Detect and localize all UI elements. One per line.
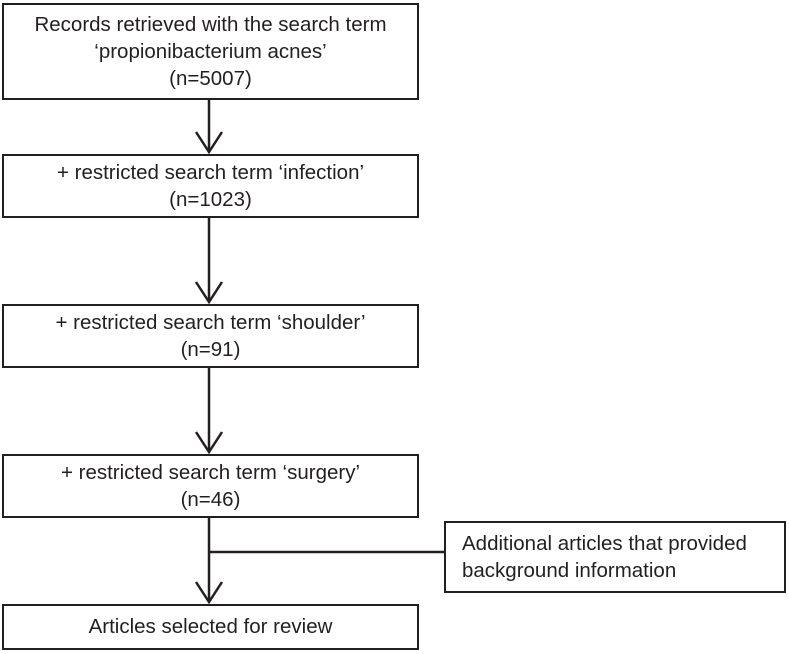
node-shoulder-line-1: + restricted search term ‘shoulder’ [55, 310, 366, 334]
edge-surgery-to-selected [194, 518, 224, 605]
node-shoulder-count: (n=91) [180, 338, 241, 361]
node-additional-line-1: Additional articles that provided [462, 531, 747, 555]
node-surgery-count: (n=46) [180, 488, 241, 511]
node-infection-count: (n=1023) [169, 188, 252, 211]
node-articles-selected: Articles selected for review [2, 604, 419, 650]
node-restricted-infection: + restricted search term ‘infection’ (n=… [2, 154, 419, 218]
node-infection-line-1: + restricted search term ‘infection’ [56, 160, 365, 184]
node-surgery-line-1: + restricted search term ‘surgery’ [60, 460, 361, 484]
node-selected-line-1: Articles selected for review [88, 615, 333, 639]
node-restricted-surgery: + restricted search term ‘surgery’ (n=46… [2, 454, 419, 518]
edge-records-to-infection [194, 100, 224, 155]
node-records-count: (n=5007) [169, 67, 252, 91]
node-records-line-1: Records retrieved with the search term [34, 12, 387, 36]
node-additional-articles: Additional articles that provided backgr… [444, 521, 786, 593]
edge-shoulder-to-surgery [194, 368, 224, 455]
node-restricted-shoulder: + restricted search term ‘shoulder’ (n=9… [2, 304, 419, 368]
node-additional-line-2: background information [462, 559, 677, 582]
node-records-retrieved: Records retrieved with the search term ‘… [2, 3, 419, 100]
edge-infection-to-shoulder [194, 218, 224, 305]
node-records-line-2: ‘propionibacterium acnes’ [94, 39, 327, 63]
